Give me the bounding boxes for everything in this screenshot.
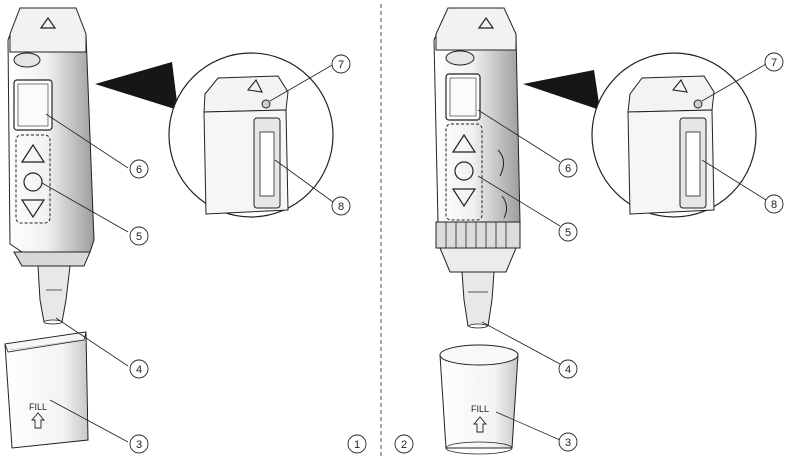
svg-text:8: 8 [338,201,344,213]
lanyard-loop [446,51,474,65]
callout-3: 3 [130,435,148,453]
svg-text:3: 3 [565,437,571,449]
pocket-meter [8,8,94,324]
meter-cap [436,8,516,50]
magnified-detail [592,53,756,217]
screw [262,100,270,108]
callout-8: 8 [765,195,783,213]
cup-fill-label: FILL [29,402,47,412]
callout-8: 8 [332,197,350,215]
svg-text:7: 7 [338,59,344,71]
callout-5: 5 [559,223,577,241]
probe [462,272,494,326]
meter-cap [10,8,86,52]
svg-text:6: 6 [136,164,142,176]
pocket-meter [434,8,520,328]
callout-6: 6 [559,159,577,177]
svg-text:5: 5 [565,227,571,239]
callout-6: 6 [130,160,148,178]
callout-7: 7 [332,55,350,73]
probe [38,266,70,322]
callout-5: 5 [130,227,148,245]
panel-label-2: 2 [395,435,413,453]
cup-fill-label: FILL [471,404,489,414]
svg-text:6: 6 [565,163,571,175]
svg-text:2: 2 [401,439,407,451]
callout-7: 7 [765,53,783,71]
svg-text:3: 3 [136,439,142,451]
svg-text:5: 5 [136,231,142,243]
screw [694,100,702,108]
svg-text:1: 1 [354,439,360,451]
svg-text:4: 4 [565,364,571,376]
callout-3: 3 [559,433,577,451]
panel-1: FILL 7 6 [5,8,366,453]
threaded-collar [436,222,520,248]
magnified-detail [169,53,333,217]
lanyard-loop [14,53,40,67]
magnifier-beam [523,70,600,110]
callout-4: 4 [559,360,577,378]
panel-label-1: 1 [348,435,366,453]
svg-text:4: 4 [136,364,142,376]
storage-cup: FILL [440,345,518,454]
svg-text:7: 7 [771,57,777,69]
magnifier-beam [95,62,178,110]
panel-2: FILL 7 6 8 [395,8,783,454]
svg-text:8: 8 [771,199,777,211]
storage-cup: FILL [5,332,88,448]
callout-4: 4 [130,360,148,378]
